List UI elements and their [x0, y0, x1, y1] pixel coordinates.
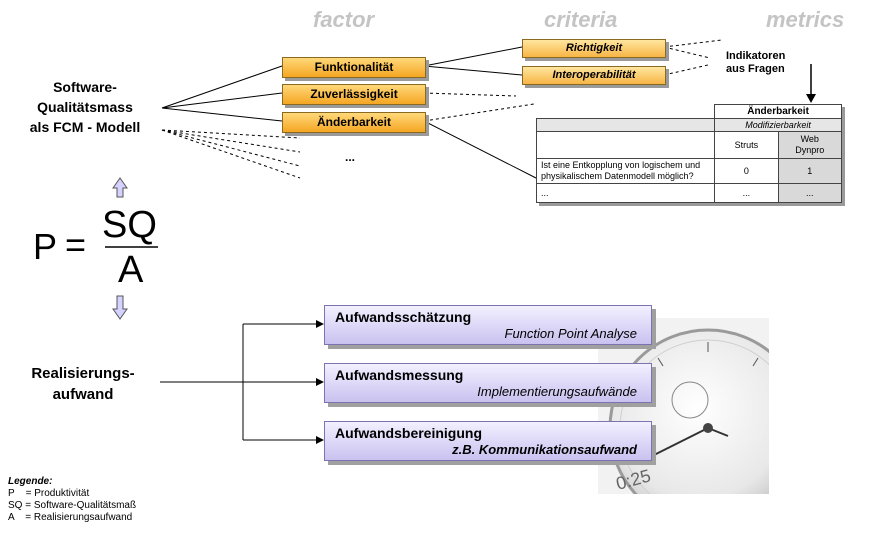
- table-factor-header: Änderbarkeit: [714, 104, 842, 119]
- formula-lhs: P: [33, 226, 58, 267]
- table-cell-struts: 0: [714, 158, 779, 184]
- legend-item: SQ = Software-Qualitätsmaß: [8, 500, 137, 511]
- aufwand-box-bereinigung: Aufwandsbereinigung z.B. Kommunikationsa…: [324, 421, 652, 461]
- aufwand-subtitle: Function Point Analyse: [504, 326, 637, 341]
- formula-denominator: A: [118, 249, 144, 291]
- criterion-richtigkeit: Richtigkeit: [522, 39, 666, 58]
- aufwand-box-messung: Aufwandsmessung Implementierungsaufwände: [324, 363, 652, 403]
- legend-item: P = Produktivität: [8, 488, 90, 499]
- realisierung-title: Realisierungs- aufwand: [8, 363, 158, 405]
- factor-aenderbarkeit: Änderbarkeit: [282, 112, 426, 133]
- factor-zuverlaessigkeit: Zuverlässigkeit: [282, 84, 426, 105]
- criterion-interoperabilitaet: Interoperabilität: [522, 66, 666, 85]
- table-criterion-header: Modifizierbarkeit: [714, 118, 842, 132]
- sq-model-title-line2: Qualitätsmass: [37, 99, 133, 115]
- header-metrics: metrics: [766, 7, 845, 32]
- table-row-question: ...: [535, 183, 716, 203]
- legend-item: A = Realisierungsaufwand: [8, 512, 133, 523]
- realisierung-title-line2: aufwand: [52, 386, 114, 403]
- table-cell-struts: ...: [714, 183, 779, 203]
- header-criteria: criteria: [544, 7, 618, 32]
- table-cell-webdynpro: 1: [777, 158, 842, 184]
- aufwand-title: Aufwandsschätzung: [335, 309, 472, 325]
- aufwand-title: Aufwandsmessung: [335, 367, 464, 383]
- legend-title: Legende:: [8, 476, 53, 487]
- table-col-struts: Struts: [714, 131, 779, 159]
- header-factor: factor: [313, 7, 375, 32]
- metrics-table: Änderbarkeit Modifizierbarkeit Struts We…: [535, 104, 842, 203]
- legend: Legende: P = Produktivität SQ = Software…: [8, 476, 136, 524]
- aufwand-subtitle: z.B. Kommunikationsaufwand: [452, 442, 637, 457]
- factors-more: ...: [345, 150, 356, 164]
- factor-funktionalitaet: Funktionalität: [282, 57, 426, 78]
- indicators-label: Indikatoren aus Fragen: [726, 50, 785, 76]
- sq-model-title: Software- Qualitätsmass als FCM - Modell: [10, 77, 160, 137]
- sq-model-title-line1: Software-: [53, 79, 117, 95]
- sq-model-title-line3: als FCM - Modell: [29, 119, 141, 135]
- table-row-question: Ist eine Entkopplung von logischem und p…: [535, 158, 716, 184]
- indicators-label-line1: Indikatoren: [726, 50, 786, 62]
- aufwand-box-schaetzung: Aufwandsschätzung Function Point Analyse: [324, 305, 652, 345]
- table-cell-webdynpro: ...: [777, 183, 842, 203]
- realisierung-title-line1: Realisierungs-: [31, 365, 135, 382]
- formula-equals: =: [65, 224, 87, 265]
- aufwand-title: Aufwandsbereinigung: [335, 425, 482, 441]
- aufwand-subtitle: Implementierungsaufwände: [477, 384, 637, 399]
- indicators-label-line2: aus Fragen: [726, 63, 785, 75]
- table-col-webdynpro: Web Dynpro: [777, 131, 842, 159]
- formula-numerator: SQ: [102, 204, 157, 246]
